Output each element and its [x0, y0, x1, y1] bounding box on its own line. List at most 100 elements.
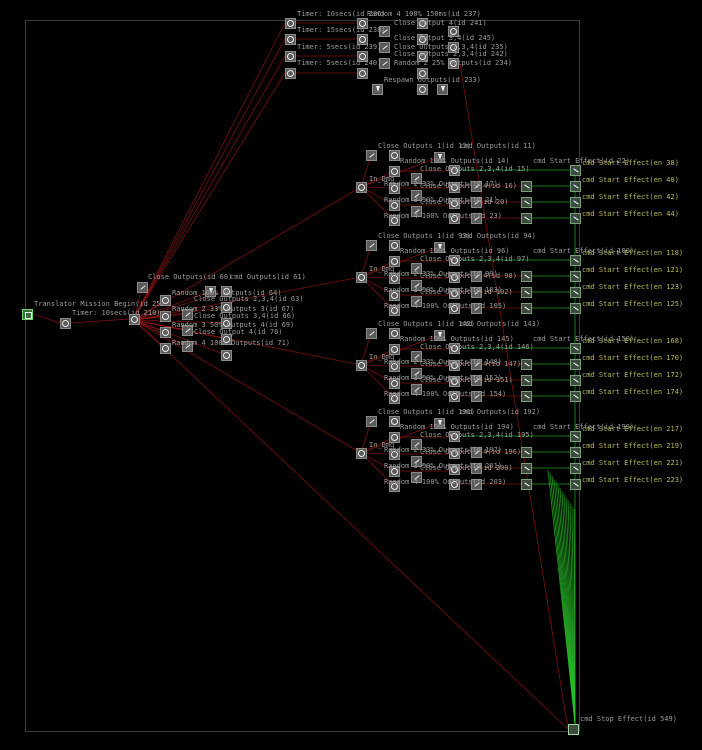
splitter-node-timer-icon[interactable]: [129, 314, 140, 325]
group-a-node-5-arrow-icon[interactable]: [182, 309, 193, 320]
group-g2-node-24-fx-icon[interactable]: [570, 303, 581, 314]
group-g3-node-4-timer-icon[interactable]: [389, 361, 400, 372]
group-g3-node-14-timer-icon[interactable]: [449, 391, 460, 402]
group-g1-node-19-fx-icon[interactable]: [521, 197, 532, 208]
group-g2-node-21-fx-icon[interactable]: [570, 255, 581, 266]
group-g2-node-5-timer-icon[interactable]: [389, 290, 400, 301]
group-g3-node-9-arrow-icon[interactable]: [411, 384, 422, 395]
group-a-node-0-arrow-icon[interactable]: [137, 282, 148, 293]
timer-cluster-node-14-timer-icon[interactable]: [417, 51, 428, 62]
group-g3-node-21-fx-icon[interactable]: [570, 343, 581, 354]
group-g4-node-5-timer-icon[interactable]: [389, 466, 400, 477]
group-g3-node-6-timer-icon[interactable]: [389, 393, 400, 404]
group-g1-node-3-timer-icon[interactable]: [389, 166, 400, 177]
group-g4-node-0-arrow-icon[interactable]: [366, 416, 377, 427]
group-a-node-7-arrow-icon[interactable]: [182, 341, 193, 352]
group-g3-node-23-fx-icon[interactable]: [570, 375, 581, 386]
group-g3-node-15-arrow-icon[interactable]: [471, 359, 482, 370]
group-g4-node-4-timer-icon[interactable]: [389, 449, 400, 460]
group-g4-node-8-arrow-icon[interactable]: [411, 456, 422, 467]
timer-cluster-node-10-arrow-icon[interactable]: [379, 58, 390, 69]
group-g4-node-12-timer-icon[interactable]: [449, 448, 460, 459]
group-g3-node-1-timer-icon[interactable]: [389, 328, 400, 339]
group-g4-node-22-fx-icon[interactable]: [570, 447, 581, 458]
timer-cluster-node-8-arrow-icon[interactable]: [379, 26, 390, 37]
timer-cluster-node-18-timer-icon[interactable]: [448, 26, 459, 37]
group-g4-node-20-fx-icon[interactable]: [521, 479, 532, 490]
group-g3-node-16-arrow-icon[interactable]: [471, 375, 482, 386]
group-g4-node-11-timer-icon[interactable]: [449, 431, 460, 442]
group-g4-node-15-arrow-icon[interactable]: [471, 447, 482, 458]
group-g3-node-2-timer-icon[interactable]: [356, 360, 367, 371]
group-g4-node-17-arrow-icon[interactable]: [471, 479, 482, 490]
timer-cluster-node-7-timer-icon[interactable]: [357, 68, 368, 79]
group-g1-node-16-arrow-icon[interactable]: [471, 197, 482, 208]
group-g2-node-12-timer-icon[interactable]: [449, 272, 460, 283]
group-a-node-12-timer-icon[interactable]: [221, 334, 232, 345]
group-g2-node-6-timer-icon[interactable]: [389, 305, 400, 316]
group-g4-node-10-down-icon[interactable]: [434, 418, 445, 429]
group-g4-node-21-fx-icon[interactable]: [570, 431, 581, 442]
group-g2-node-15-arrow-icon[interactable]: [471, 271, 482, 282]
group-g3-node-0-arrow-icon[interactable]: [366, 328, 377, 339]
group-g2-node-8-arrow-icon[interactable]: [411, 280, 422, 291]
group-g1-node-6-timer-icon[interactable]: [389, 215, 400, 226]
group-g4-node-19-fx-icon[interactable]: [521, 463, 532, 474]
group-g3-node-12-timer-icon[interactable]: [449, 360, 460, 371]
group-g3-node-3-timer-icon[interactable]: [389, 344, 400, 355]
group-g1-node-9-arrow-icon[interactable]: [411, 206, 422, 217]
group-a-node-8-down-icon[interactable]: [205, 286, 216, 297]
group-g2-node-20-fx-icon[interactable]: [521, 303, 532, 314]
group-g2-node-3-timer-icon[interactable]: [389, 256, 400, 267]
timer-cluster-node-19-timer-icon[interactable]: [448, 42, 459, 53]
group-g1-node-22-fx-icon[interactable]: [570, 181, 581, 192]
timer-cluster-node-11-down-icon[interactable]: [372, 84, 383, 95]
group-g4-node-6-timer-icon[interactable]: [389, 481, 400, 492]
timer-cluster-node-1-timer-icon[interactable]: [285, 34, 296, 45]
group-g2-node-13-timer-icon[interactable]: [449, 288, 460, 299]
group-g2-node-9-arrow-icon[interactable]: [411, 296, 422, 307]
group-g1-node-18-fx-icon[interactable]: [521, 181, 532, 192]
group-g2-node-7-arrow-icon[interactable]: [411, 263, 422, 274]
group-g3-node-10-down-icon[interactable]: [434, 330, 445, 341]
group-g1-node-8-arrow-icon[interactable]: [411, 190, 422, 201]
group-g1-node-12-timer-icon[interactable]: [449, 182, 460, 193]
group-g4-node-3-timer-icon[interactable]: [389, 432, 400, 443]
group-a-node-1-timer-icon[interactable]: [160, 295, 171, 306]
group-a-node-13-timer-icon[interactable]: [221, 350, 232, 361]
timer-cluster-node-9-arrow-icon[interactable]: [379, 42, 390, 53]
group-g1-node-2-timer-icon[interactable]: [356, 182, 367, 193]
group-a-node-4-timer-icon[interactable]: [160, 343, 171, 354]
timer-cluster-node-3-timer-icon[interactable]: [285, 68, 296, 79]
stop-effect-node-stop-icon[interactable]: [568, 724, 579, 735]
group-g3-node-11-timer-icon[interactable]: [449, 343, 460, 354]
group-a-node-2-timer-icon[interactable]: [160, 311, 171, 322]
group-g1-node-13-timer-icon[interactable]: [449, 198, 460, 209]
timer-cluster-node-12-timer-icon[interactable]: [417, 18, 428, 29]
group-g2-node-23-fx-icon[interactable]: [570, 287, 581, 298]
group-g2-node-22-fx-icon[interactable]: [570, 271, 581, 282]
group-g2-node-1-timer-icon[interactable]: [389, 240, 400, 251]
timer-cluster-node-4-timer-icon[interactable]: [357, 18, 368, 29]
group-g3-node-22-fx-icon[interactable]: [570, 359, 581, 370]
group-g2-node-14-timer-icon[interactable]: [449, 303, 460, 314]
group-g4-node-24-fx-icon[interactable]: [570, 479, 581, 490]
timer-cluster-node-16-timer-icon[interactable]: [417, 84, 428, 95]
group-g2-node-18-fx-icon[interactable]: [521, 271, 532, 282]
group-g1-node-10-down-icon[interactable]: [434, 152, 445, 163]
group-g1-node-5-timer-icon[interactable]: [389, 200, 400, 211]
timer-cluster-node-0-timer-icon[interactable]: [285, 18, 296, 29]
group-g1-node-4-timer-icon[interactable]: [389, 183, 400, 194]
group-g1-node-21-fx-icon[interactable]: [570, 165, 581, 176]
group-g1-node-1-timer-icon[interactable]: [389, 150, 400, 161]
group-g2-node-10-down-icon[interactable]: [434, 242, 445, 253]
group-g4-node-16-arrow-icon[interactable]: [471, 463, 482, 474]
group-g1-node-11-timer-icon[interactable]: [449, 165, 460, 176]
group-g3-node-17-arrow-icon[interactable]: [471, 391, 482, 402]
group-g2-node-0-arrow-icon[interactable]: [366, 240, 377, 251]
group-g4-node-7-arrow-icon[interactable]: [411, 439, 422, 450]
group-g4-node-1-timer-icon[interactable]: [389, 416, 400, 427]
group-g1-node-23-fx-icon[interactable]: [570, 197, 581, 208]
group-g3-node-19-fx-icon[interactable]: [521, 375, 532, 386]
